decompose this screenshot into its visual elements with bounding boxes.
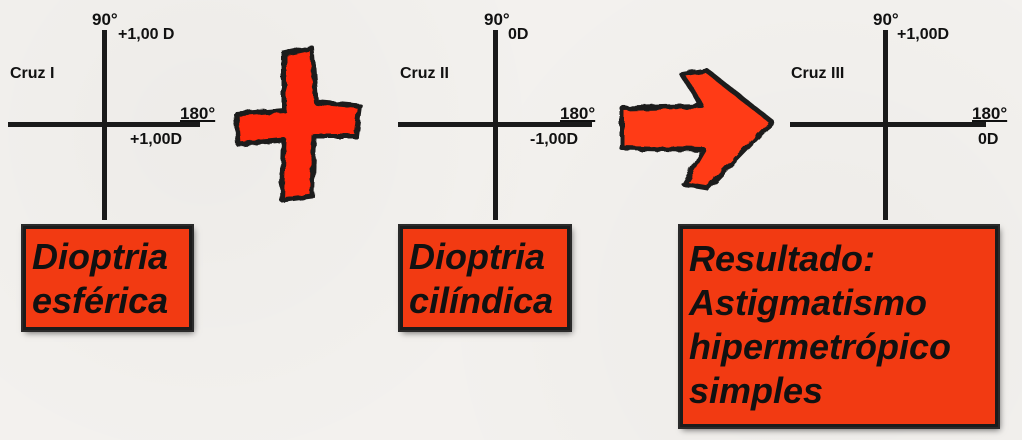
cross-1-label: Cruz I	[10, 65, 55, 82]
spherical-box-line-2: esférica	[32, 280, 169, 321]
cross-2-horizontal-power: -1,00D	[530, 131, 579, 148]
cross-1-horizontal-power: +1,00D	[130, 131, 183, 148]
cross-3-horizontal-angle: 180°	[972, 104, 1008, 123]
cross-1-horizontal-axis	[8, 122, 200, 127]
cross-1-vertical-power: +1,00 D	[118, 26, 175, 43]
cross-1-horizontal-angle: 180°	[180, 104, 216, 123]
cross-2-vertical-angle: 90°	[484, 10, 510, 29]
cross-3-vertical-angle: 90°	[873, 10, 899, 29]
cross-3-label: Cruz III	[791, 65, 845, 82]
cylindrical-box-line-1: Dioptria	[409, 236, 546, 277]
spherical-dioptre-box: Dioptria esférica	[23, 226, 192, 330]
result-box: Resultado: Astigmatismo hipermetrópico s…	[680, 226, 998, 427]
cross-1-vertical-angle: 90°	[92, 10, 118, 29]
cross-3-horizontal-power: 0D	[978, 131, 999, 148]
cross-2-horizontal-angle: 180°	[560, 104, 596, 123]
cross-2-horizontal-axis	[398, 122, 592, 127]
cross-2-label: Cruz II	[400, 65, 449, 82]
cross-2-vertical-power: 0D	[508, 26, 529, 43]
result-box-line-2: Astigmatismo	[689, 282, 928, 323]
spherical-box-line-1: Dioptria	[32, 236, 169, 277]
result-box-line-4: simples	[689, 370, 824, 411]
cross-3-vertical-power: +1,00D	[897, 26, 950, 43]
cylindrical-box-line-2: cilíndica	[409, 280, 554, 321]
result-box-line-3: hipermetrópico	[689, 326, 952, 367]
arrow-right-icon	[619, 67, 775, 191]
cross-3-horizontal-axis	[790, 122, 986, 127]
result-box-line-1: Resultado:	[689, 238, 876, 279]
cylindrical-dioptre-box: Dioptria cilíndica	[400, 226, 570, 330]
plus-icon	[233, 45, 363, 203]
